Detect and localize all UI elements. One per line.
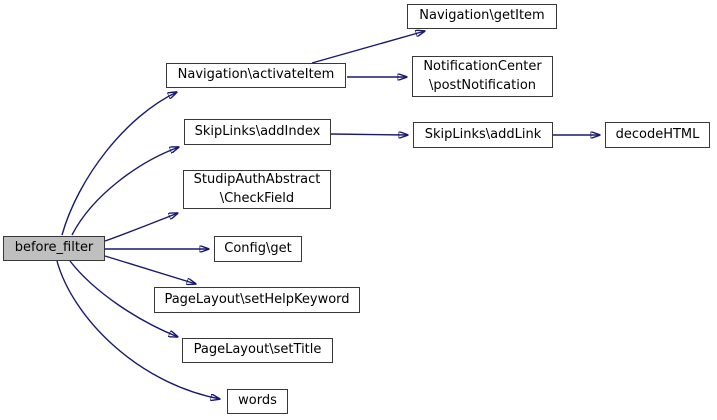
edge-activateItem-getItem	[311, 31, 425, 64]
node-skiplinks-addindex[interactable]: SkipLinks\addIndex	[184, 119, 331, 145]
edge-addIndex-addLink	[330, 134, 408, 135]
edge-before_filter-words	[56, 260, 220, 399]
node-config-get[interactable]: Config\get	[214, 236, 302, 262]
node-decodehtml[interactable]: decodeHTML	[605, 122, 710, 148]
node-skiplinks-addlink[interactable]: SkipLinks\addLink	[413, 122, 553, 148]
edge-before_filter-CheckField	[104, 213, 178, 242]
node-before-filter[interactable]: before_filter	[3, 236, 105, 261]
edge-before_filter-setHelpKeyword	[104, 255, 196, 284]
edge-before_filter-setTitle	[69, 260, 178, 337]
node-navigation-getitem[interactable]: Navigation\getItem	[407, 4, 557, 29]
node-studipauthabstract-checkfield[interactable]: StudipAuthAbstract \CheckField	[183, 170, 331, 209]
node-navigation-activateitem[interactable]: Navigation\activateItem	[166, 63, 346, 88]
node-pagelayout-sethelpkeyword[interactable]: PageLayout\setHelpKeyword	[154, 287, 360, 313]
node-notificationcenter-postnotification[interactable]: NotificationCenter \postNotification	[412, 56, 553, 97]
node-words[interactable]: words	[227, 389, 288, 414]
edge-before_filter-addIndex	[71, 147, 179, 236]
node-pagelayout-settitle[interactable]: PageLayout\setTitle	[182, 338, 333, 363]
edge-before_filter-activateItem	[61, 92, 177, 236]
